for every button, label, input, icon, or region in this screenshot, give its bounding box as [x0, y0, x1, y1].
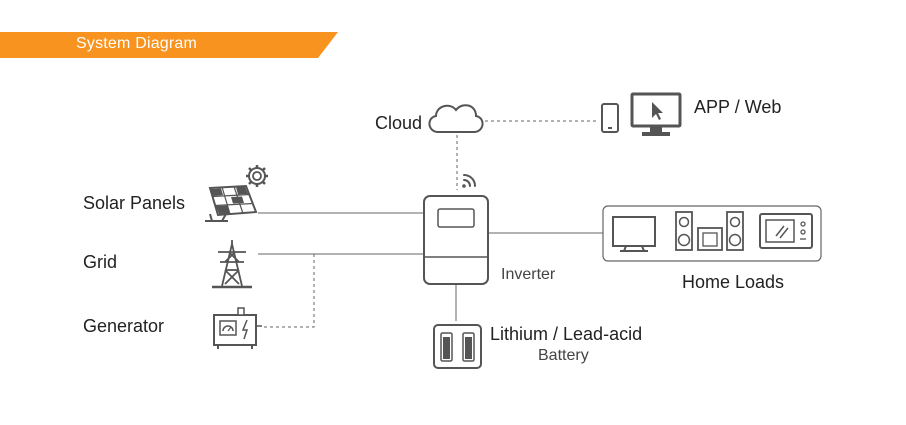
home-loads-label: Home Loads: [682, 272, 785, 292]
tv-icon: [612, 216, 656, 252]
inverter-icon: [423, 195, 489, 285]
gear-icon: [246, 165, 268, 187]
battery-label: Battery: [538, 347, 589, 364]
app-web-label: APP / Web: [694, 97, 782, 117]
section-title: System Diagram: [76, 35, 198, 52]
generator-label: Generator: [83, 316, 165, 336]
inverter-label: Inverter: [501, 266, 556, 283]
power-tower-icon: [212, 240, 252, 289]
wifi-icon: [462, 174, 476, 188]
monitor-icon: [630, 92, 682, 136]
cloud-icon: [428, 104, 484, 133]
solar-panel-icon: [205, 184, 258, 222]
cloud-label: Cloud: [375, 113, 423, 133]
microwave-icon: [759, 213, 813, 249]
speaker-icon: [675, 211, 744, 251]
grid-label: Grid: [83, 252, 118, 272]
solar-panels-label: Solar Panels: [83, 193, 186, 213]
battery-icon: [433, 324, 482, 369]
section-header-banner: [0, 32, 338, 58]
generator-icon: [213, 307, 262, 349]
line-generator-grid: [262, 254, 315, 328]
smartphone-icon: [601, 103, 619, 133]
battery-type-label: Lithium / Lead-acid: [490, 324, 643, 344]
